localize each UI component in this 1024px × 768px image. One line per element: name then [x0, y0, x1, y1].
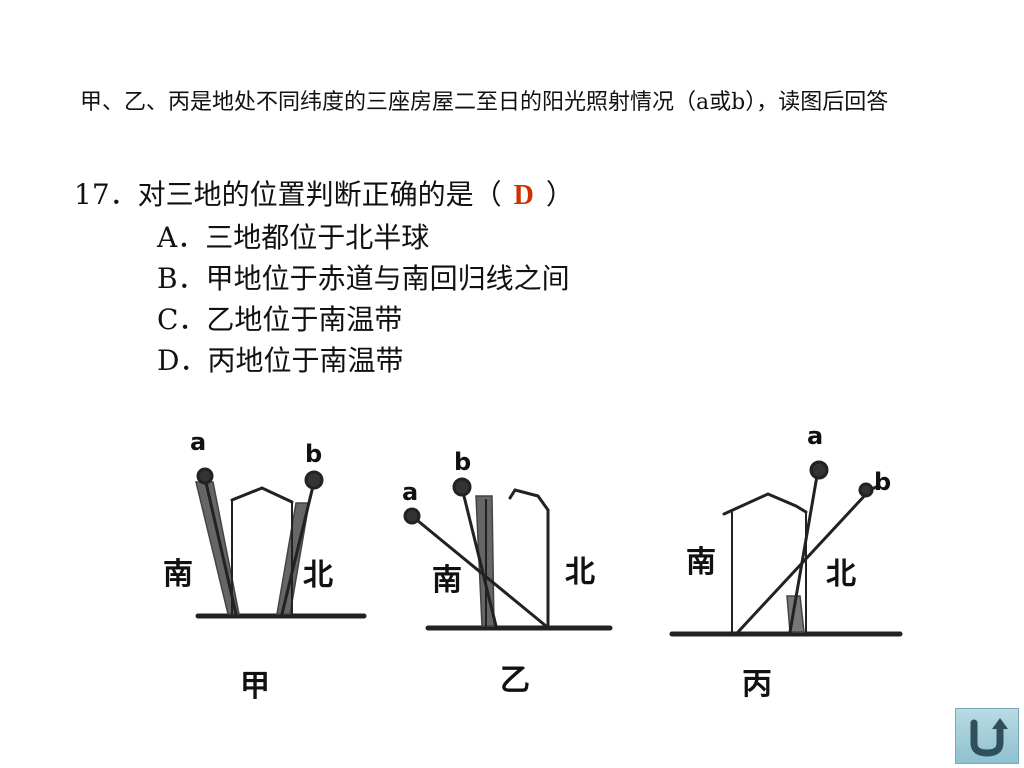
roof-jia	[230, 486, 294, 504]
label-place-bing: 丙	[742, 667, 772, 702]
answer-letter: D	[513, 180, 534, 211]
sun-b-jia	[304, 470, 324, 490]
label-a-bing: a	[807, 422, 823, 450]
label-south-bing: 南	[686, 545, 716, 580]
question-17: 17．对三地的位置判断正确的是（ D ）	[74, 175, 574, 216]
wall-yi	[508, 488, 550, 628]
house-bing	[669, 460, 903, 637]
label-b-jia: b	[305, 440, 322, 468]
option-c: C．乙地位于南温带	[157, 303, 403, 336]
sun-a-bing	[809, 460, 829, 480]
roof-bing	[722, 492, 808, 516]
sun-b-bing	[858, 482, 874, 498]
question-prefix: 17．对三地的位置判断正确的是（	[74, 178, 502, 211]
label-b-bing: b	[874, 468, 891, 496]
label-place-jia: 甲	[240, 669, 270, 704]
label-b-yi: b	[454, 448, 471, 476]
intro-text: 甲、乙、丙是地处不同纬度的三座房屋二至日的阳光照射情况（a或b），读图后回答	[80, 90, 889, 115]
label-a-jia: a	[190, 428, 206, 456]
sun-b-yi	[452, 477, 472, 497]
sun-a-jia	[196, 467, 214, 485]
option-b: B．甲地位于赤道与南回归线之间	[157, 262, 570, 295]
u-turn-back-icon	[970, 718, 1008, 757]
label-place-yi: 乙	[500, 663, 530, 698]
question-suffix: ）	[545, 178, 574, 211]
label-south-jia: 南	[163, 557, 193, 592]
label-a-yi: a	[402, 478, 418, 506]
label-north-jia: 北	[303, 558, 333, 593]
sun-a-yi	[403, 507, 421, 525]
house-yi	[403, 477, 613, 631]
label-north-yi: 北	[565, 555, 595, 590]
back-button[interactable]	[955, 708, 1019, 764]
option-a: A．三地都位于北半球	[157, 221, 430, 254]
option-d: D．丙地位于南温带	[157, 344, 404, 377]
label-north-bing: 北	[826, 557, 856, 592]
options-list: A．三地都位于北半球 B．甲地位于赤道与南回归线之间 C．乙地位于南温带 D．丙…	[157, 217, 570, 381]
house-jia	[195, 467, 367, 619]
label-south-yi: 南	[432, 563, 462, 598]
